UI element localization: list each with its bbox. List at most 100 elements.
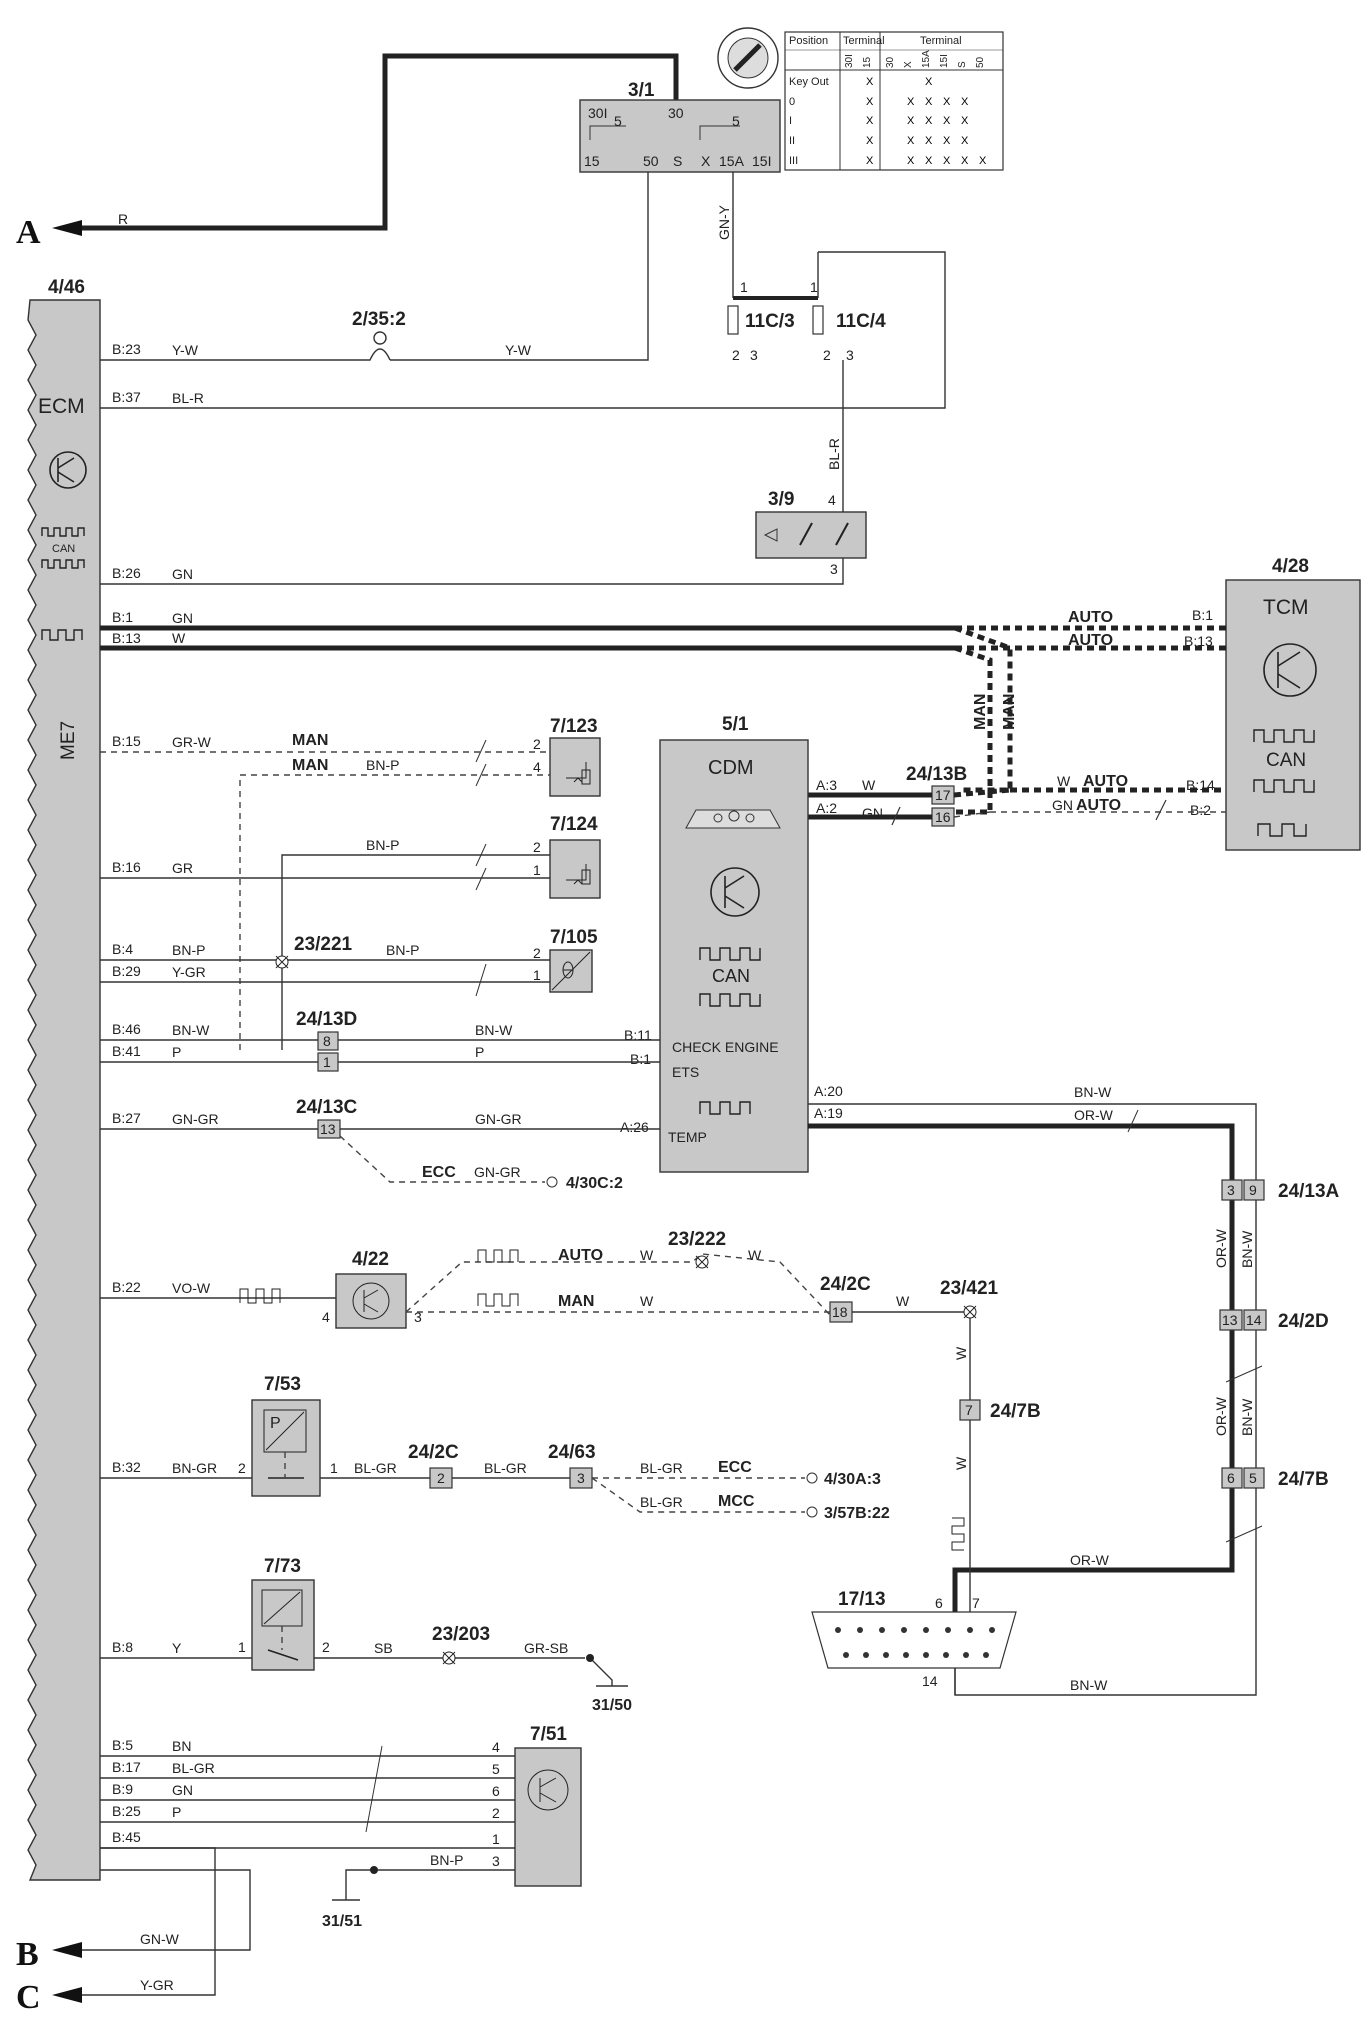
svg-text:2: 2 — [533, 839, 541, 855]
svg-text:W: W — [1057, 773, 1071, 789]
svg-text:B:46: B:46 — [112, 1021, 141, 1037]
svg-text:1: 1 — [533, 862, 541, 878]
svg-text:MAN: MAN — [972, 694, 989, 730]
svg-text:GN-W: GN-W — [140, 1931, 180, 1947]
svg-text:GR: GR — [172, 860, 193, 876]
table-mark: X — [943, 135, 951, 147]
svg-text:GR-W: GR-W — [172, 734, 212, 750]
tcm-name: TCM — [1263, 596, 1309, 619]
ignition-id: 3/1 — [628, 80, 655, 101]
svg-text:Y: Y — [172, 1640, 182, 1656]
svg-text:5: 5 — [492, 1761, 500, 1777]
svg-text:7/53: 7/53 — [264, 1374, 301, 1395]
svg-text:B:15: B:15 — [112, 733, 141, 749]
splice-2-35: 2/35:2 — [352, 309, 406, 330]
obd-pin — [903, 1652, 909, 1658]
svg-text:B:26: B:26 — [112, 565, 141, 581]
svg-text:2: 2 — [322, 1639, 330, 1655]
ref-4-30c: 4/30C:2 — [566, 1175, 623, 1192]
table-mark: X — [907, 115, 915, 127]
svg-text:7: 7 — [972, 1595, 980, 1611]
svg-text:B:1: B:1 — [630, 1051, 651, 1067]
connector-24-13d: 24/13D 8 1 B:46 BN-W B:41 P BN-W P — [100, 1009, 660, 1072]
wire-yw: 2/35:2 B:23 Y-W Y-W — [100, 172, 649, 361]
svg-text:GN: GN — [172, 1782, 193, 1798]
svg-text:24/13B: 24/13B — [906, 764, 967, 785]
table-mark: X — [925, 155, 933, 167]
svg-text:1: 1 — [323, 1054, 331, 1070]
ecm-can-label: CAN — [52, 543, 75, 555]
ref-3-57b: 3/57B:22 — [824, 1505, 890, 1522]
sensor-7-123: 7/123 B:15 GR-W MAN MAN BN-P 2 4 — [100, 716, 601, 1050]
obd-pin — [943, 1652, 949, 1658]
svg-text:B:32: B:32 — [112, 1459, 141, 1475]
obd-pin — [967, 1627, 973, 1633]
svg-text:7/124: 7/124 — [550, 814, 598, 835]
ref-a: A — [16, 214, 41, 251]
svg-text:31/50: 31/50 — [592, 1697, 632, 1714]
svg-text:5: 5 — [1249, 1470, 1257, 1486]
svg-text:5: 5 — [732, 113, 740, 129]
svg-text:7/73: 7/73 — [264, 1556, 301, 1577]
table-mark: X — [943, 96, 951, 108]
svg-text:3: 3 — [750, 347, 758, 363]
transistor-icon — [49, 451, 87, 489]
svg-text:BN-P: BN-P — [366, 757, 399, 773]
svg-text:2: 2 — [238, 1460, 246, 1476]
vehicle-speed-area: 4/22 4 3 AUTO MAN W W W 23/222 B:22 VO-W… — [100, 1229, 1041, 1640]
svg-text:3/9: 3/9 — [768, 489, 794, 510]
svg-text:SB: SB — [374, 1640, 393, 1656]
svg-text:S: S — [957, 61, 968, 68]
svg-text:4: 4 — [533, 759, 541, 775]
ref-c: C — [16, 1979, 41, 2016]
svg-text:6: 6 — [492, 1783, 500, 1799]
transistor-icon — [527, 1769, 569, 1811]
svg-text:W: W — [953, 1346, 969, 1360]
svg-text:S: S — [673, 153, 682, 169]
svg-text:14: 14 — [1246, 1312, 1262, 1328]
svg-text:14: 14 — [922, 1673, 938, 1689]
svg-text:2: 2 — [533, 736, 541, 752]
svg-text:W: W — [896, 1293, 910, 1309]
svg-text:2: 2 — [533, 945, 541, 961]
svg-text:GN: GN — [862, 805, 883, 821]
svg-text:BN-W: BN-W — [1239, 1230, 1255, 1268]
svg-text:B:13: B:13 — [112, 630, 141, 646]
obd-pin — [983, 1652, 989, 1658]
svg-text:B:41: B:41 — [112, 1043, 141, 1059]
svg-text:CDM: CDM — [708, 757, 754, 779]
svg-text:BL-GR: BL-GR — [354, 1460, 397, 1476]
svg-text:B:5: B:5 — [112, 1737, 133, 1753]
svg-text:W: W — [748, 1247, 762, 1263]
svg-text:BN-W: BN-W — [1070, 1677, 1108, 1693]
svg-text:GN-GR: GN-GR — [475, 1111, 522, 1127]
signal-icon — [41, 629, 83, 641]
svg-text:X: X — [701, 153, 711, 169]
ecm-software: ME7 — [58, 721, 79, 760]
svg-text:BL-GR: BL-GR — [484, 1460, 527, 1476]
svg-text:30: 30 — [885, 56, 896, 68]
svg-text:31/51: 31/51 — [322, 1913, 362, 1930]
svg-text:GR-SB: GR-SB — [524, 1640, 568, 1656]
svg-text:B:37: B:37 — [112, 389, 141, 405]
svg-text:Y-W: Y-W — [505, 342, 532, 358]
pulse-icon — [41, 527, 85, 537]
svg-text:W: W — [862, 777, 876, 793]
svg-text:5: 5 — [614, 113, 622, 129]
svg-text:OR-W: OR-W — [1074, 1107, 1114, 1123]
svg-text:24/7B: 24/7B — [990, 1401, 1041, 1422]
svg-text:15A: 15A — [921, 50, 932, 68]
ecm-module: 4/46 ECM CAN ME7 — [27, 277, 101, 1881]
svg-text:VO-W: VO-W — [172, 1280, 211, 1296]
svg-text:1: 1 — [740, 279, 748, 295]
svg-text:AUTO: AUTO — [1076, 797, 1121, 814]
svg-text:B:45: B:45 — [112, 1829, 141, 1845]
svg-text:6: 6 — [935, 1595, 943, 1611]
obd-pin — [963, 1652, 969, 1658]
table-mark: X — [907, 135, 915, 147]
svg-text:GN: GN — [172, 566, 193, 582]
svg-text:B:1: B:1 — [112, 609, 133, 625]
svg-text:A:26: A:26 — [620, 1119, 649, 1135]
svg-text:MAN: MAN — [1001, 694, 1018, 730]
svg-text:7/51: 7/51 — [530, 1724, 567, 1745]
